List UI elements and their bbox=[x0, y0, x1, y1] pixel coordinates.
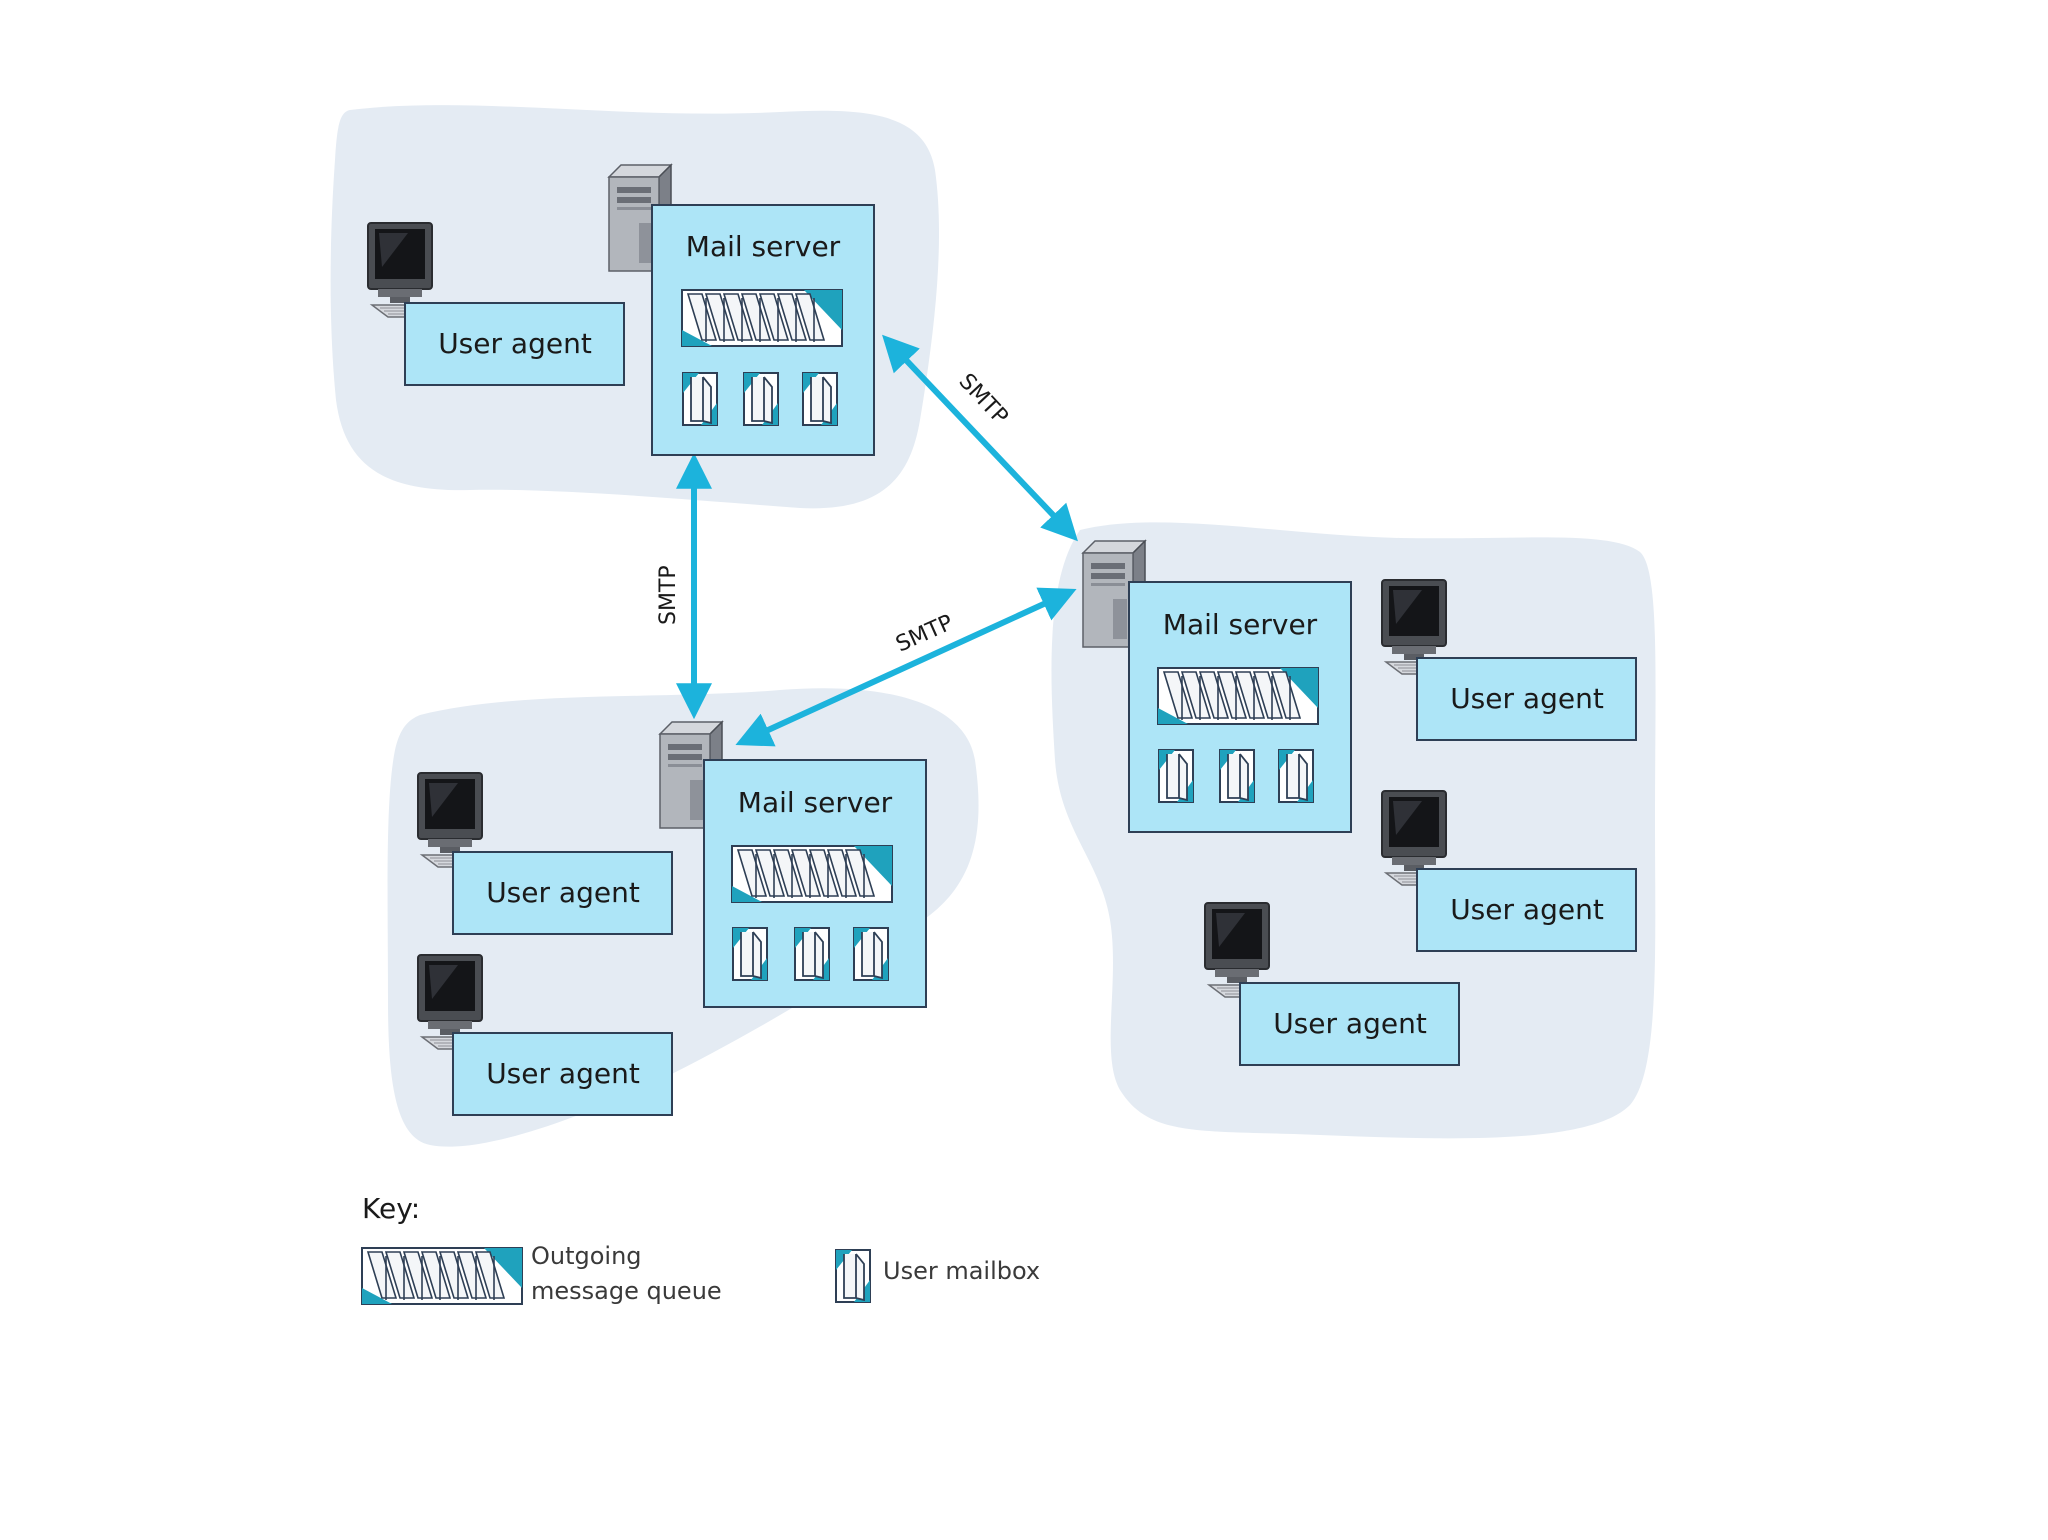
mail-server-top: Mail server bbox=[651, 204, 875, 456]
mail-server-label: Mail server bbox=[686, 230, 841, 263]
user-agent-bottom-1: User agent bbox=[452, 851, 673, 935]
mail-server-right: Mail server bbox=[1128, 581, 1352, 833]
user-agent-right-2: User agent bbox=[1416, 868, 1637, 952]
user-agent-label: User agent bbox=[486, 1057, 640, 1090]
mailbox-icon bbox=[1158, 749, 1194, 803]
legend-mailbox-label: User mailbox bbox=[883, 1257, 1040, 1285]
mail-server-label: Mail server bbox=[738, 786, 893, 819]
user-agent-label: User agent bbox=[486, 876, 640, 909]
mailbox-icon bbox=[802, 372, 838, 426]
legend-queue-label-1: Outgoing bbox=[531, 1242, 642, 1270]
legend-queue-label-2: message queue bbox=[531, 1277, 722, 1305]
user-agent-label: User agent bbox=[438, 327, 592, 360]
legend-queue-icon bbox=[361, 1247, 523, 1305]
smtp-link-vertical: SMTP bbox=[656, 452, 712, 720]
user-agent-right-3: User agent bbox=[1239, 982, 1460, 1066]
user-agent-right-1: User agent bbox=[1416, 657, 1637, 741]
mailbox-icon bbox=[682, 372, 718, 426]
mail-server-label: Mail server bbox=[1163, 608, 1318, 641]
user-agent-bottom-2: User agent bbox=[452, 1032, 673, 1116]
user-agent-label: User agent bbox=[1273, 1007, 1427, 1040]
mailbox-icon bbox=[743, 372, 779, 426]
outgoing-queue-icon bbox=[1157, 667, 1319, 725]
mailbox-icon bbox=[732, 927, 768, 981]
mailbox-icon bbox=[1278, 749, 1314, 803]
legend-title: Key: bbox=[362, 1192, 420, 1225]
user-agent-top-1: User agent bbox=[404, 302, 625, 386]
mail-server-bottom: Mail server bbox=[703, 759, 927, 1008]
user-agent-label: User agent bbox=[1450, 893, 1604, 926]
outgoing-queue-icon bbox=[731, 845, 893, 903]
mailbox-icon bbox=[853, 927, 889, 981]
mailbox-icon bbox=[1219, 749, 1255, 803]
mailbox-icon bbox=[794, 927, 830, 981]
legend: Key: Outgoing message queue User mailbox bbox=[361, 1192, 1040, 1305]
smtp-label-vertical: SMTP bbox=[656, 565, 681, 625]
legend-mailbox-icon bbox=[835, 1249, 871, 1303]
outgoing-queue-icon bbox=[681, 289, 843, 347]
user-agent-label: User agent bbox=[1450, 682, 1604, 715]
